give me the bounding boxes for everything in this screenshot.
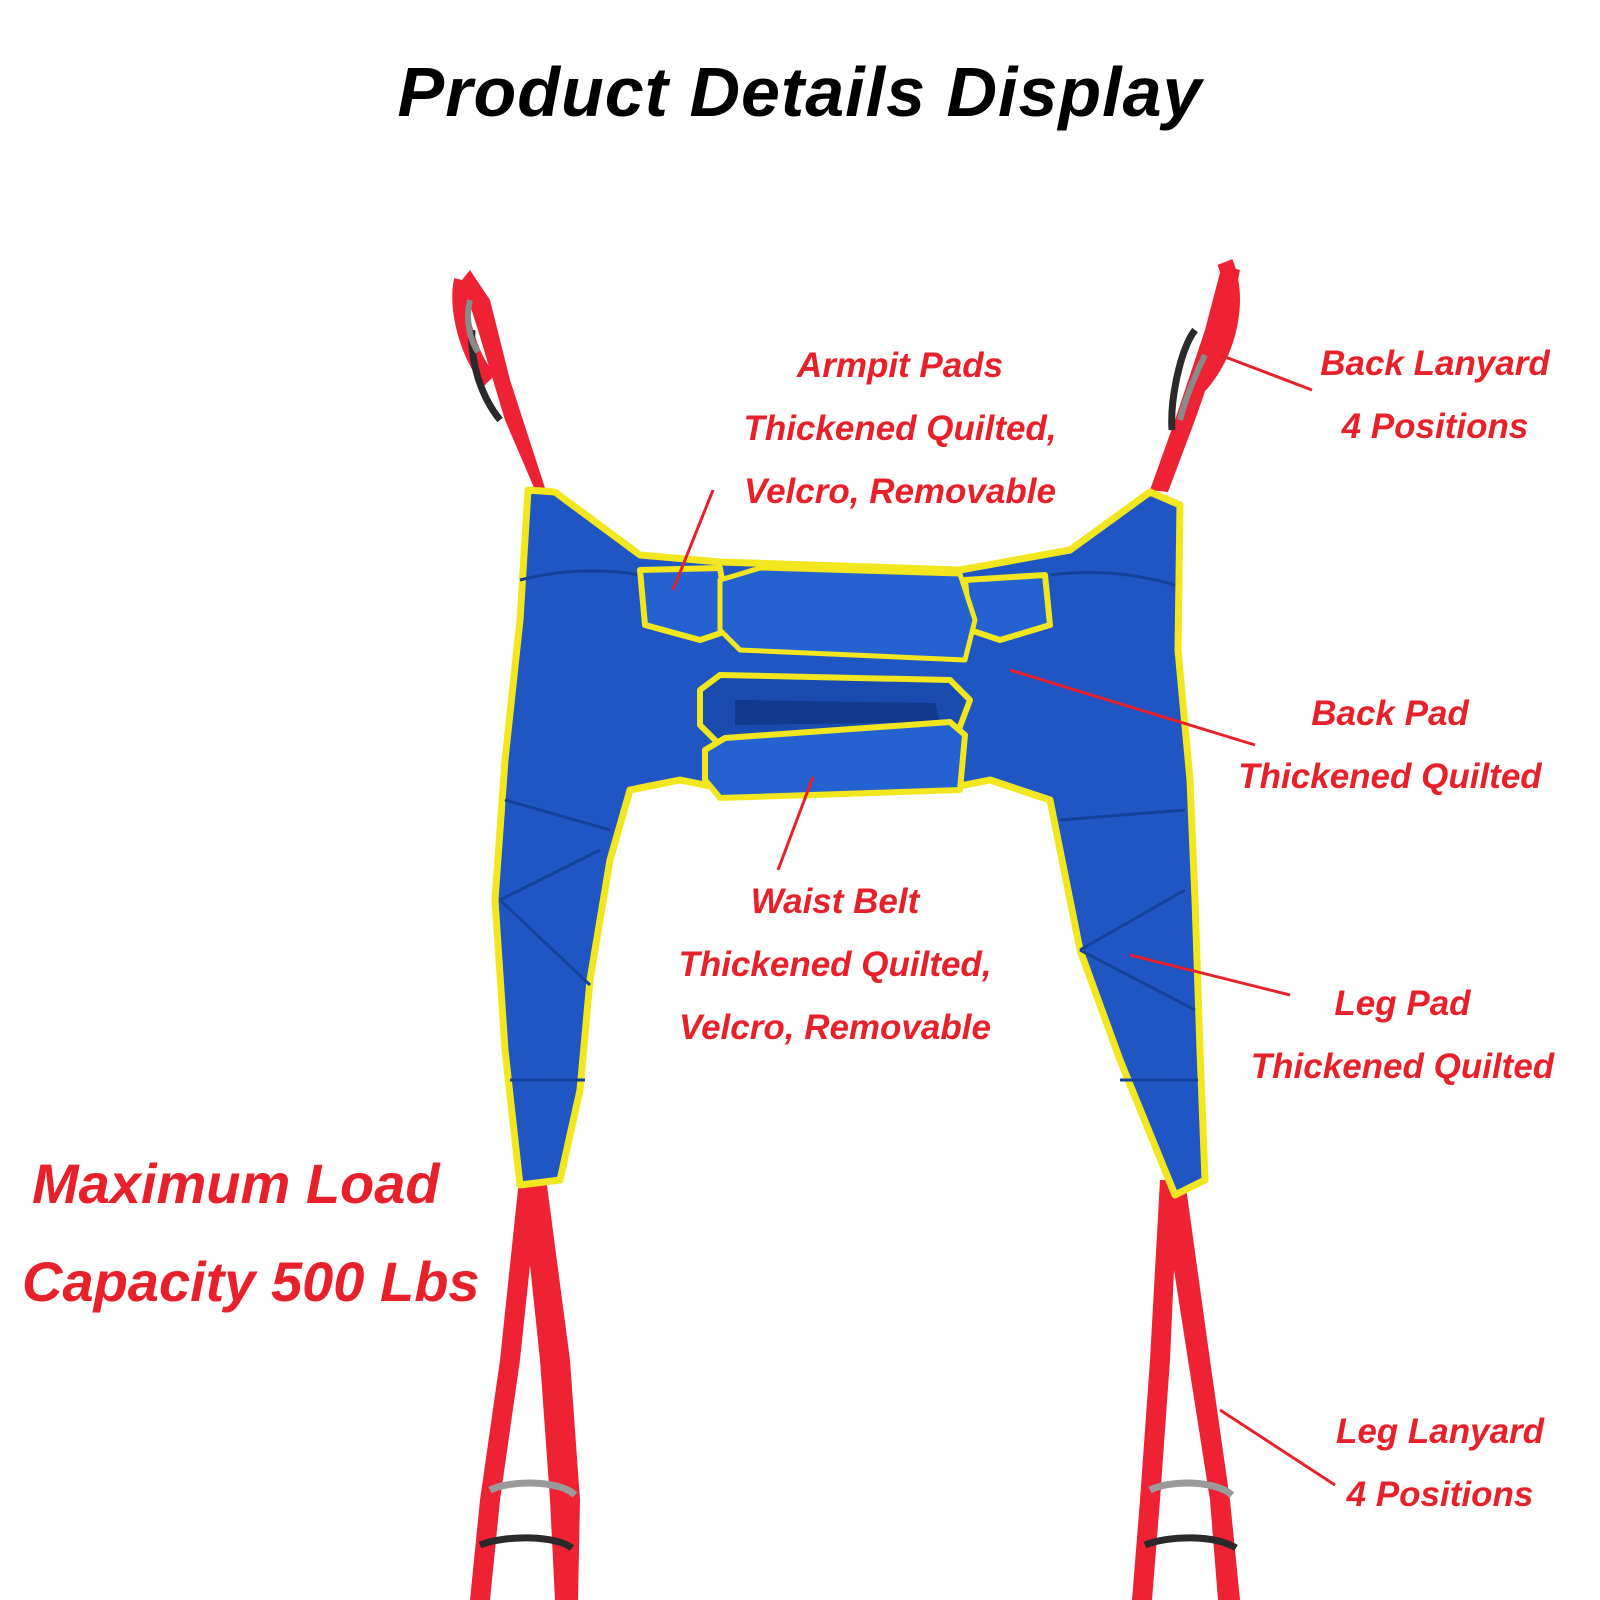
armpit-pads-line-1: Armpit Pads <box>796 346 1004 385</box>
back-lanyard-callout: Back Lanyard 4 Positions <box>1290 332 1580 458</box>
armpit-pad-left <box>637 565 733 643</box>
leg-lanyard-line-1: Leg Lanyard <box>1335 1412 1545 1451</box>
max-load-line-2: Capacity 500 Lbs <box>22 1250 480 1313</box>
waist-belt-callout: Waist Belt Thickened Quilted, Velcro, Re… <box>625 870 1045 1059</box>
armpit-pads-line-3: Velcro, Removable <box>744 472 1056 511</box>
leg-pad-callout: Leg Pad Thickened Quilted <box>1230 972 1575 1098</box>
leg-lanyard-line-2: 4 Positions <box>1346 1475 1534 1514</box>
armpit-pads-line-2: Thickened Quilted, <box>743 409 1057 448</box>
back-lanyard-left <box>452 270 545 490</box>
page-title: Product Details Display <box>397 53 1203 131</box>
quilting-seams <box>498 569 1198 1082</box>
callout-leader-lines <box>671 353 1336 1487</box>
waist-belt-line-2: Thickened Quilted, <box>678 945 992 984</box>
leg-lanyard-callout: Leg Lanyard 4 Positions <box>1300 1400 1580 1526</box>
leg-lanyard-right <box>1132 1180 1240 1600</box>
back-lanyard-right <box>1150 259 1240 492</box>
back-lanyard-line-2: 4 Positions <box>1341 407 1529 446</box>
max-load-line-1: Maximum Load <box>32 1152 440 1215</box>
leg-pad-line-2: Thickened Quilted <box>1250 1047 1555 1086</box>
armpit-pad-right <box>962 572 1053 643</box>
waist-belt <box>697 672 973 801</box>
back-pad <box>717 565 978 663</box>
back-pad-line-2: Thickened Quilted <box>1238 757 1542 796</box>
back-pad-line-1: Back Pad <box>1311 694 1469 733</box>
sling-body <box>491 486 1209 1199</box>
back-pad-callout: Back Pad Thickened Quilted <box>1220 682 1560 808</box>
back-lanyard-line-1: Back Lanyard <box>1320 344 1550 383</box>
waist-belt-line-1: Waist Belt <box>750 882 920 921</box>
leg-lanyard-left <box>470 1170 580 1600</box>
leg-pad-line-1: Leg Pad <box>1334 984 1471 1023</box>
max-load-callout: Maximum Load Capacity 500 Lbs <box>22 1135 522 1331</box>
waist-belt-line-3: Velcro, Removable <box>679 1008 991 1047</box>
armpit-pads-callout: Armpit Pads Thickened Quilted, Velcro, R… <box>690 334 1110 523</box>
